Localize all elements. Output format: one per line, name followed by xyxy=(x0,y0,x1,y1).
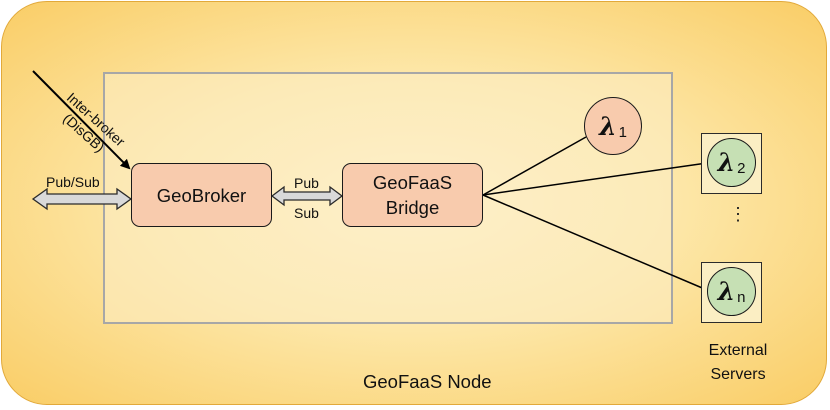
lambda-subscript: 1 xyxy=(618,123,627,141)
inter-broker-arrow xyxy=(32,70,131,170)
bridge-lambdan-line xyxy=(482,194,708,291)
lambda-symbol: λ xyxy=(717,148,736,177)
external-servers-line1: External xyxy=(708,342,768,359)
sub-label: Sub xyxy=(294,205,319,221)
external-servers-label: External Servers xyxy=(690,339,786,387)
pub-label: Pub xyxy=(294,175,319,191)
geobroker-label: GeoBroker xyxy=(156,184,247,206)
bridge-lambda2-line xyxy=(482,162,708,196)
geofaas-bridge-block: GeoFaaS Bridge xyxy=(342,163,483,227)
lambda-subscript: n xyxy=(737,289,746,306)
geobroker-block: GeoBroker xyxy=(131,163,272,227)
geofaas-node-label: GeoFaaS Node xyxy=(363,371,492,392)
client-pubsub-label: Pub/Sub xyxy=(46,174,100,190)
bridge-lambda1-line xyxy=(482,136,587,196)
bridge-label-line2: Bridge xyxy=(385,197,440,218)
lambda-symbol: λ xyxy=(599,111,617,141)
bridge-label-line1: GeoFaaS xyxy=(372,172,453,193)
vertical-ellipsis: ⋮ xyxy=(729,205,747,223)
client-pubsub-arrow xyxy=(31,187,133,211)
lambda-subscript: 2 xyxy=(737,160,746,177)
external-servers-line2: Servers xyxy=(710,366,766,383)
lambda-symbol: λ xyxy=(717,277,736,306)
